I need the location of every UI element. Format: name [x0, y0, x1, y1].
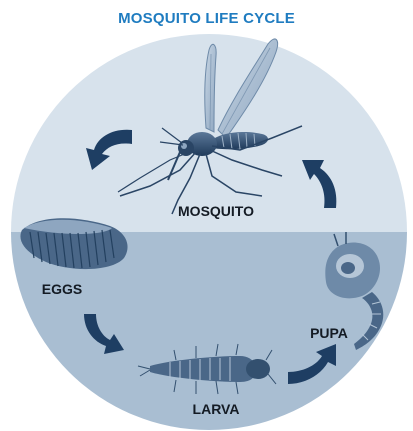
upper-background: [0, 30, 413, 232]
label-eggs: EGGS: [42, 281, 82, 297]
label-pupa: PUPA: [310, 325, 348, 341]
label-larva: LARVA: [193, 401, 240, 417]
label-mosquito: MOSQUITO: [178, 203, 254, 219]
